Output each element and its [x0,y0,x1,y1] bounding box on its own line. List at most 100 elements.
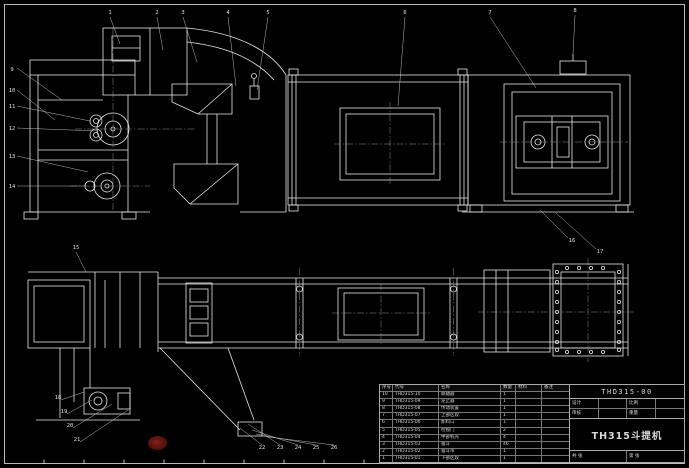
middle-duct [287,68,469,212]
parts-cell [542,420,569,426]
parts-cell [516,399,542,406]
parts-cell: 联轴器 [439,392,501,399]
callout-6: 6 [403,10,406,16]
callout-18: 18 [55,395,62,401]
parts-cell: 检视门 [439,427,501,434]
parts-cell [542,413,569,419]
title-block: THD315-00 设计 比例审核 重量 TH315斗提机 共 张 第 张 [570,385,684,462]
callout-25: 25 [313,445,320,451]
sheet-info: 共 张 第 张 [570,451,684,462]
parts-cell: 1 [501,455,516,463]
parts-cell: 畚斗带 [439,448,501,455]
parts-cell [542,406,569,412]
parts-cell: 备注 [544,385,553,390]
center-lines-top [70,28,195,212]
parts-cell: 1 [380,455,393,463]
parts-cell: 代号 [393,385,439,392]
parts-cell: 下部区段 [439,455,501,463]
parts-cell: THD315-04 [393,434,439,441]
parts-cell: 逆止器 [439,399,501,406]
red-stamp [148,436,167,450]
top-view-elevation [16,14,634,220]
callout-15: 15 [73,245,80,251]
parts-cell: 7 [380,413,393,420]
title-block-field [656,409,685,418]
drive-mount-center [478,258,634,362]
callout-26: 26 [331,445,338,451]
callout-9: 9 [10,67,13,73]
panel-center-marks [334,102,446,186]
title-block-field [655,399,684,409]
casing-center-marks [299,268,454,356]
parts-cell: 卸料口 [439,420,501,427]
parts-cell: 1 [501,413,516,420]
title-block-field [599,409,627,418]
parts-cell: 材料 [516,385,542,392]
parts-cell: 1 [501,406,516,413]
callout-22: 22 [259,445,266,451]
callout-3: 3 [181,10,184,16]
callout-16: 16 [569,238,576,244]
parts-cell: THD315-10 [393,392,439,399]
parts-cell [516,427,542,434]
sheet-number: 第 张 [629,453,640,459]
parts-cell [516,392,542,399]
parts-cell: THD315-02 [393,448,439,455]
callout-13: 13 [9,154,16,160]
parts-cell: 1 [501,448,516,455]
parts-cell [542,399,569,405]
parts-header-row: 序号代号名称数量材料备注 [380,385,569,393]
bottom-view-elevation [27,209,634,446]
title-block-field: 设计 [570,399,599,409]
callout-2: 2 [155,10,158,16]
title-block-field: 比例 [627,399,656,409]
parts-cell: THD315-07 [393,413,439,420]
parts-cell [516,406,542,413]
parts-cell [516,448,542,455]
parts-cell: 畚斗 [439,441,501,448]
drawing-number: THD315-00 [570,385,684,399]
parts-cell: 1 [501,392,516,399]
parts-cell: 6 [380,420,393,427]
border-frame [4,4,685,464]
parts-cell: 9 [380,399,393,406]
parts-cell: 1 [501,420,516,427]
parts-cell: 5 [380,427,393,434]
title-block-field: 重量 [627,409,656,418]
parts-cell: THD315-06 [393,420,439,427]
parts-cell [516,434,542,441]
parts-cell: 序号 [382,385,393,392]
parts-cell: 4 [501,434,516,441]
parts-cell: THD315-01 [393,455,439,463]
parts-cell: 1 [501,399,516,406]
callout-11: 11 [9,104,16,110]
title-block-field: 审核 [570,409,599,418]
parts-cell [516,455,542,463]
parts-cell: 传动装置 [439,406,501,413]
title-block-fields: 设计 比例审核 重量 [570,399,684,419]
callout-21: 21 [74,437,81,443]
chute-and-buckets [171,27,287,213]
drawing-title: TH315斗提机 [570,419,684,451]
parts-cell [542,456,569,462]
parts-cell [516,413,542,420]
sheet-count: 共 张 [570,451,627,462]
parts-cell: 名称 [439,385,501,392]
parts-cell [516,441,542,448]
callout-23: 23 [277,445,284,451]
parts-cell: 数量 [501,385,516,392]
parts-cell: THD315-05 [393,427,439,434]
top-view-leaders [16,14,576,187]
